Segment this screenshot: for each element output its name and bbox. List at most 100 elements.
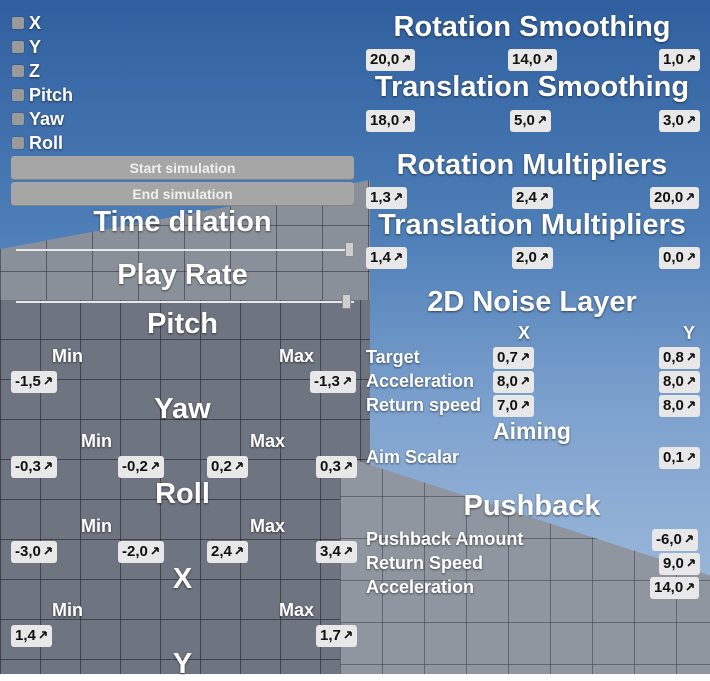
x-max-label: Max: [279, 600, 315, 620]
x-title: X: [172, 563, 193, 595]
aim-scalar-label: Aim Scalar: [366, 447, 460, 467]
value-text: 14,0: [654, 579, 684, 596]
noise-target-x-input[interactable]: 0,7: [493, 347, 534, 369]
x-min-label: Min: [52, 600, 83, 620]
spin-drag-icon: [544, 55, 553, 63]
value-text: 0,7: [497, 349, 518, 366]
value-text: 0,3: [320, 458, 341, 475]
value-text: 14,0: [512, 51, 542, 68]
checkbox-roll[interactable]: Roll: [12, 132, 63, 154]
value-text: 3,0: [663, 112, 684, 129]
slider-thumb[interactable]: [345, 242, 354, 257]
checkbox-box[interactable]: [12, 41, 24, 53]
pushback-return-speed-input[interactable]: 9,0: [659, 553, 700, 575]
noise-acceleration-x-input[interactable]: 8,0: [493, 371, 534, 393]
value-text: 8,0: [497, 373, 518, 390]
x-min-input[interactable]: 1,4: [11, 625, 52, 647]
spin-drag-icon: [540, 193, 548, 201]
rotation-smoothing-input-3[interactable]: 1,0: [659, 49, 700, 71]
noise-return-speed-y-input[interactable]: 8,0: [659, 395, 700, 417]
spin-drag-icon: [540, 253, 548, 261]
checkbox-yaw[interactable]: Yaw: [12, 108, 64, 130]
translation-multipliers-input-1[interactable]: 1,4: [366, 247, 407, 269]
spin-drag-icon: [687, 377, 695, 385]
value-text: 7,0: [497, 397, 518, 414]
time-dilation-slider[interactable]: [16, 242, 354, 257]
play-rate-slider[interactable]: [16, 294, 354, 309]
spin-drag-icon: [686, 193, 695, 201]
pitch-min-label: Min: [52, 346, 83, 366]
checkbox-box[interactable]: [12, 137, 24, 149]
translation-multipliers-input-2[interactable]: 2,0: [512, 247, 553, 269]
checkbox-box[interactable]: [12, 89, 24, 101]
rotation-multipliers-input-3[interactable]: 20,0: [650, 187, 700, 209]
spin-drag-icon: [394, 193, 402, 201]
play-rate-title: Play Rate: [117, 259, 248, 291]
roll-min-high-input[interactable]: -2,0: [118, 541, 164, 563]
rotation-multipliers-input-2[interactable]: 2,4: [512, 187, 553, 209]
spin-drag-icon: [521, 401, 529, 409]
value-text: -1,3: [314, 373, 340, 390]
checkbox-x[interactable]: X: [12, 12, 41, 34]
translation-smoothing-title: Translation Smoothing: [374, 71, 690, 103]
slider-thumb[interactable]: [341, 294, 351, 309]
yaw-min-high-input[interactable]: -0,2: [118, 456, 164, 478]
value-text: 18,0: [370, 112, 400, 129]
checkbox-box[interactable]: [12, 113, 24, 125]
spin-drag-icon: [235, 547, 243, 555]
spin-drag-icon: [538, 116, 546, 124]
pushback-acceleration-input[interactable]: 14,0: [650, 577, 700, 599]
value-text: 0,1: [663, 449, 684, 466]
value-text: 2,0: [516, 249, 537, 266]
aim-scalar-input[interactable]: 0,1: [659, 447, 700, 469]
checkbox-box[interactable]: [12, 65, 24, 77]
pitch-max-label: Max: [279, 346, 315, 366]
spin-drag-icon: [151, 462, 159, 470]
translation-smoothing-input-2[interactable]: 5,0: [510, 110, 551, 132]
checkbox-label: Roll: [29, 132, 63, 153]
translation-multipliers-input-3[interactable]: 0,0: [659, 247, 700, 269]
pitch-max-input[interactable]: -1,3: [310, 371, 356, 393]
pushback-amount-input[interactable]: -6,0: [652, 529, 698, 551]
roll-min-low-input[interactable]: -3,0: [11, 541, 57, 563]
pitch-min-input[interactable]: -1,5: [11, 371, 57, 393]
translation-smoothing-input-3[interactable]: 3,0: [659, 110, 700, 132]
noise-acceleration-y-input[interactable]: 8,0: [659, 371, 700, 393]
checkbox-pitch[interactable]: Pitch: [12, 84, 73, 106]
noise-target-y-input[interactable]: 0,8: [659, 347, 700, 369]
spin-drag-icon: [687, 453, 695, 461]
value-text: 3,4: [320, 543, 341, 560]
rotation-multipliers-input-1[interactable]: 1,3: [366, 187, 407, 209]
checkbox-box[interactable]: [12, 17, 24, 29]
pitch-title: Pitch: [147, 308, 218, 340]
noise-return-speed-x-input[interactable]: 7,0: [493, 395, 534, 417]
start-simulation-button[interactable]: Start simulation: [11, 156, 354, 180]
spin-drag-icon: [344, 547, 352, 555]
yaw-max-low-input[interactable]: 0,2: [207, 456, 248, 478]
yaw-min-low-input[interactable]: -0,3: [11, 456, 57, 478]
end-simulation-button[interactable]: End simulation: [11, 182, 354, 206]
spin-drag-icon: [687, 401, 695, 409]
yaw-max-high-input[interactable]: 0,3: [316, 456, 357, 478]
checkbox-y[interactable]: Y: [12, 36, 41, 58]
tiled-wall-front: [0, 300, 370, 674]
value-text: 0,8: [663, 349, 684, 366]
spin-drag-icon: [151, 547, 159, 555]
checkbox-z[interactable]: Z: [12, 60, 40, 82]
x-max-input[interactable]: 1,7: [316, 625, 357, 647]
checkbox-label: Pitch: [29, 84, 74, 105]
rotation-smoothing-input-2[interactable]: 14,0: [508, 49, 558, 71]
rotation-smoothing-input-1[interactable]: 20,0: [366, 49, 416, 71]
roll-max-high-input[interactable]: 3,4: [316, 541, 357, 563]
noise-col-y-label: Y: [683, 323, 696, 343]
spin-drag-icon: [686, 583, 695, 591]
spin-drag-icon: [521, 353, 529, 361]
roll-max-low-input[interactable]: 2,4: [207, 541, 248, 563]
value-text: 0,2: [211, 458, 232, 475]
value-text: -2,0: [122, 543, 148, 560]
spin-drag-icon: [687, 559, 695, 567]
translation-smoothing-input-1[interactable]: 18,0: [366, 110, 416, 132]
spin-drag-icon: [394, 253, 402, 261]
